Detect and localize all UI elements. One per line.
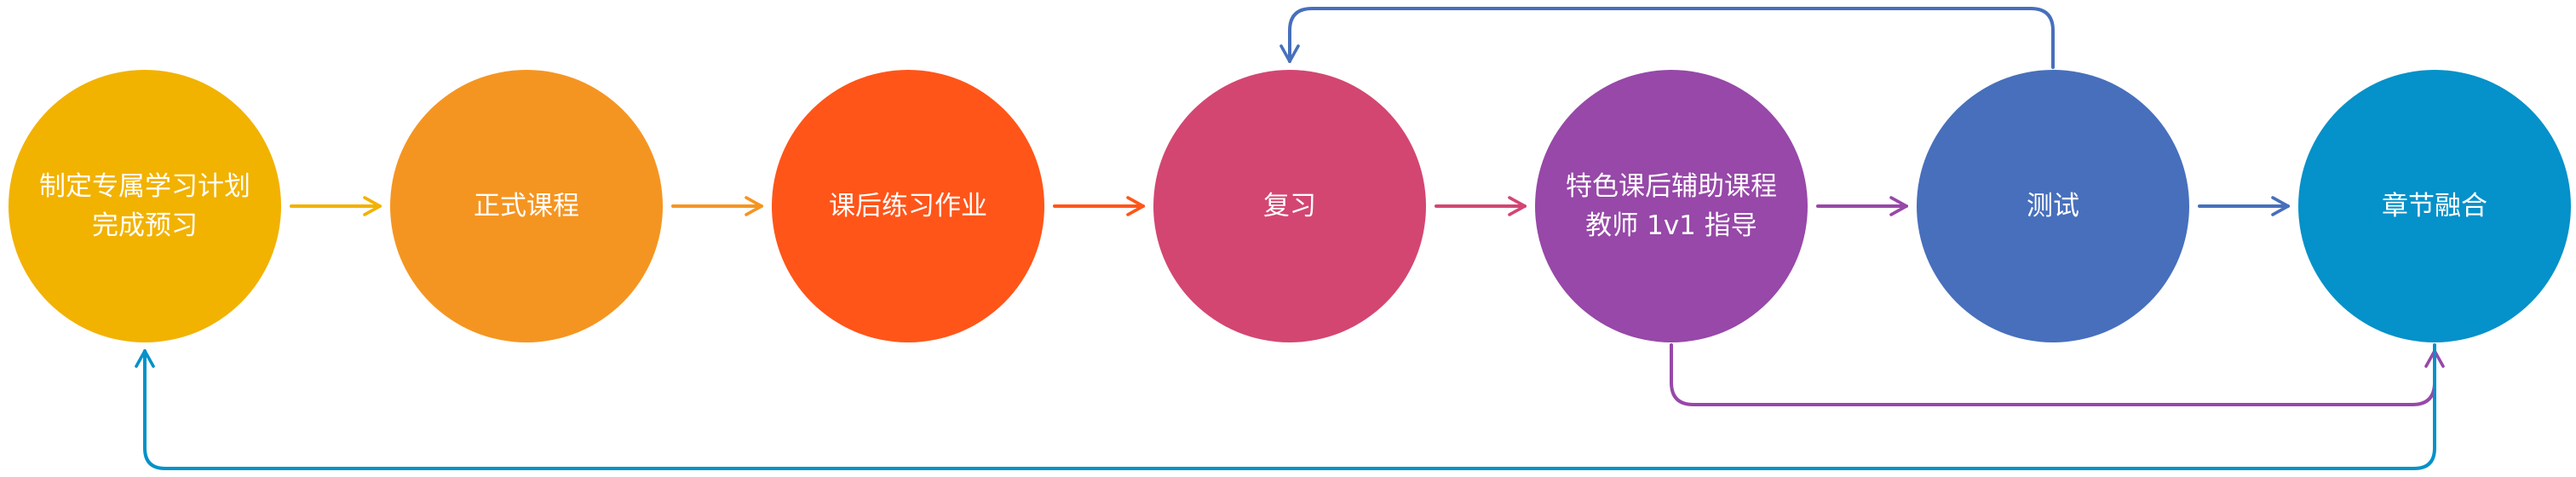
node-fusion-label-line-1: 章节融合 [2382,191,2487,221]
node-tutoring-label-line-2: 教师 1v1 指导 [1585,210,1757,241]
node-plan-label-line-1: 制定专属学习计划 [39,171,250,202]
node-course: 正式课程 [390,70,663,342]
node-tutoring-label-line-1: 特色课后辅助课程 [1566,171,1777,202]
node-plan-label-line-2: 完成预习 [92,210,198,241]
node-tutoring-circle [1535,70,1808,342]
node-homework: 课后练习作业 [772,70,1044,342]
node-review: 复习 [1153,70,1426,342]
node-test-circle [1917,70,2189,342]
node-test-label-line-1: 测试 [2027,191,2079,221]
edge-test-to-review [1279,7,2055,69]
node-plan-circle [9,70,281,342]
node-homework-label-line-1: 课后练习作业 [829,191,987,221]
edge-tutoring-to-fusion [1670,343,2445,406]
edges-layer [135,7,2445,470]
node-course-label-line-1: 正式课程 [474,191,579,221]
node-homework-circle [772,70,1044,342]
node-fusion: 章节融合 [2298,70,2571,342]
edge-fusion-to-plan [135,343,2436,470]
node-review-circle [1153,70,1426,342]
node-review-label-line-1: 复习 [1263,191,1316,221]
node-test: 测试 [1917,70,2189,342]
node-course-circle [390,70,663,342]
node-fusion-circle [2298,70,2571,342]
